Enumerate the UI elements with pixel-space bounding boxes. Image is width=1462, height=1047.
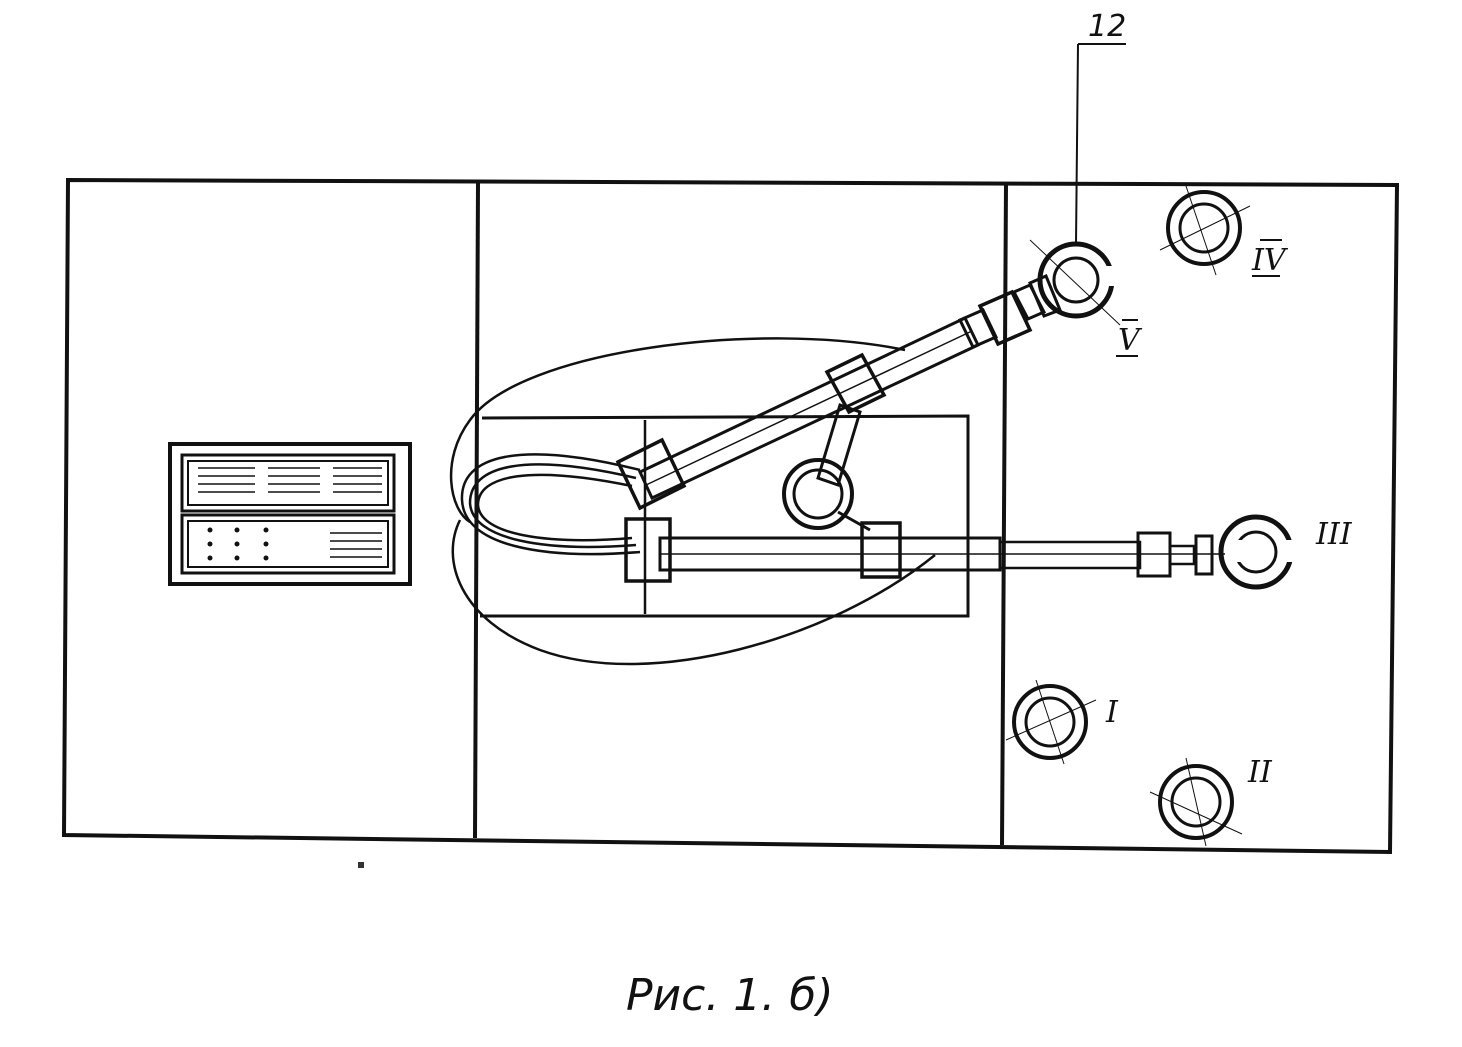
elbow-joint bbox=[782, 458, 854, 530]
cable-loops bbox=[449, 337, 936, 666]
control-panel bbox=[168, 442, 412, 586]
work-position-I bbox=[1005, 679, 1097, 765]
work-position-IV bbox=[1159, 185, 1251, 276]
lower-arm-clamp-block bbox=[624, 517, 672, 583]
arm-mid-clamp bbox=[824, 352, 887, 415]
arm-clamp-block bbox=[615, 437, 687, 511]
scan-speck bbox=[358, 862, 364, 868]
lower-arm-mid-clamp bbox=[860, 521, 902, 579]
label-position-II: II bbox=[1247, 755, 1273, 790]
arm-joint-3 bbox=[1011, 283, 1047, 321]
lower-arm-joint-1 bbox=[1136, 531, 1172, 578]
figure-caption: Рис. 1. б) bbox=[626, 970, 834, 1021]
label-position-III: III bbox=[1315, 517, 1353, 552]
elbow-link bbox=[782, 403, 871, 532]
lower-arm bbox=[624, 517, 1225, 583]
upper-arm bbox=[615, 274, 1062, 511]
label-position-V: V bbox=[1118, 323, 1143, 358]
arm-joint-2 bbox=[977, 289, 1033, 347]
divider-left bbox=[473, 181, 480, 839]
callout-12-leader bbox=[1075, 43, 1126, 245]
panel-buttons bbox=[207, 527, 269, 561]
label-position-IV: IV bbox=[1251, 243, 1289, 278]
lower-arm-joint-2 bbox=[1194, 534, 1214, 576]
divider-right bbox=[1000, 183, 1008, 846]
label-position-I: I bbox=[1105, 695, 1119, 730]
robot-base bbox=[480, 414, 970, 618]
callout-number-12: 12 bbox=[1088, 9, 1126, 44]
work-position-II bbox=[1149, 757, 1243, 847]
gripper-lower bbox=[1218, 514, 1298, 590]
panel-indicator-lines bbox=[198, 467, 382, 558]
